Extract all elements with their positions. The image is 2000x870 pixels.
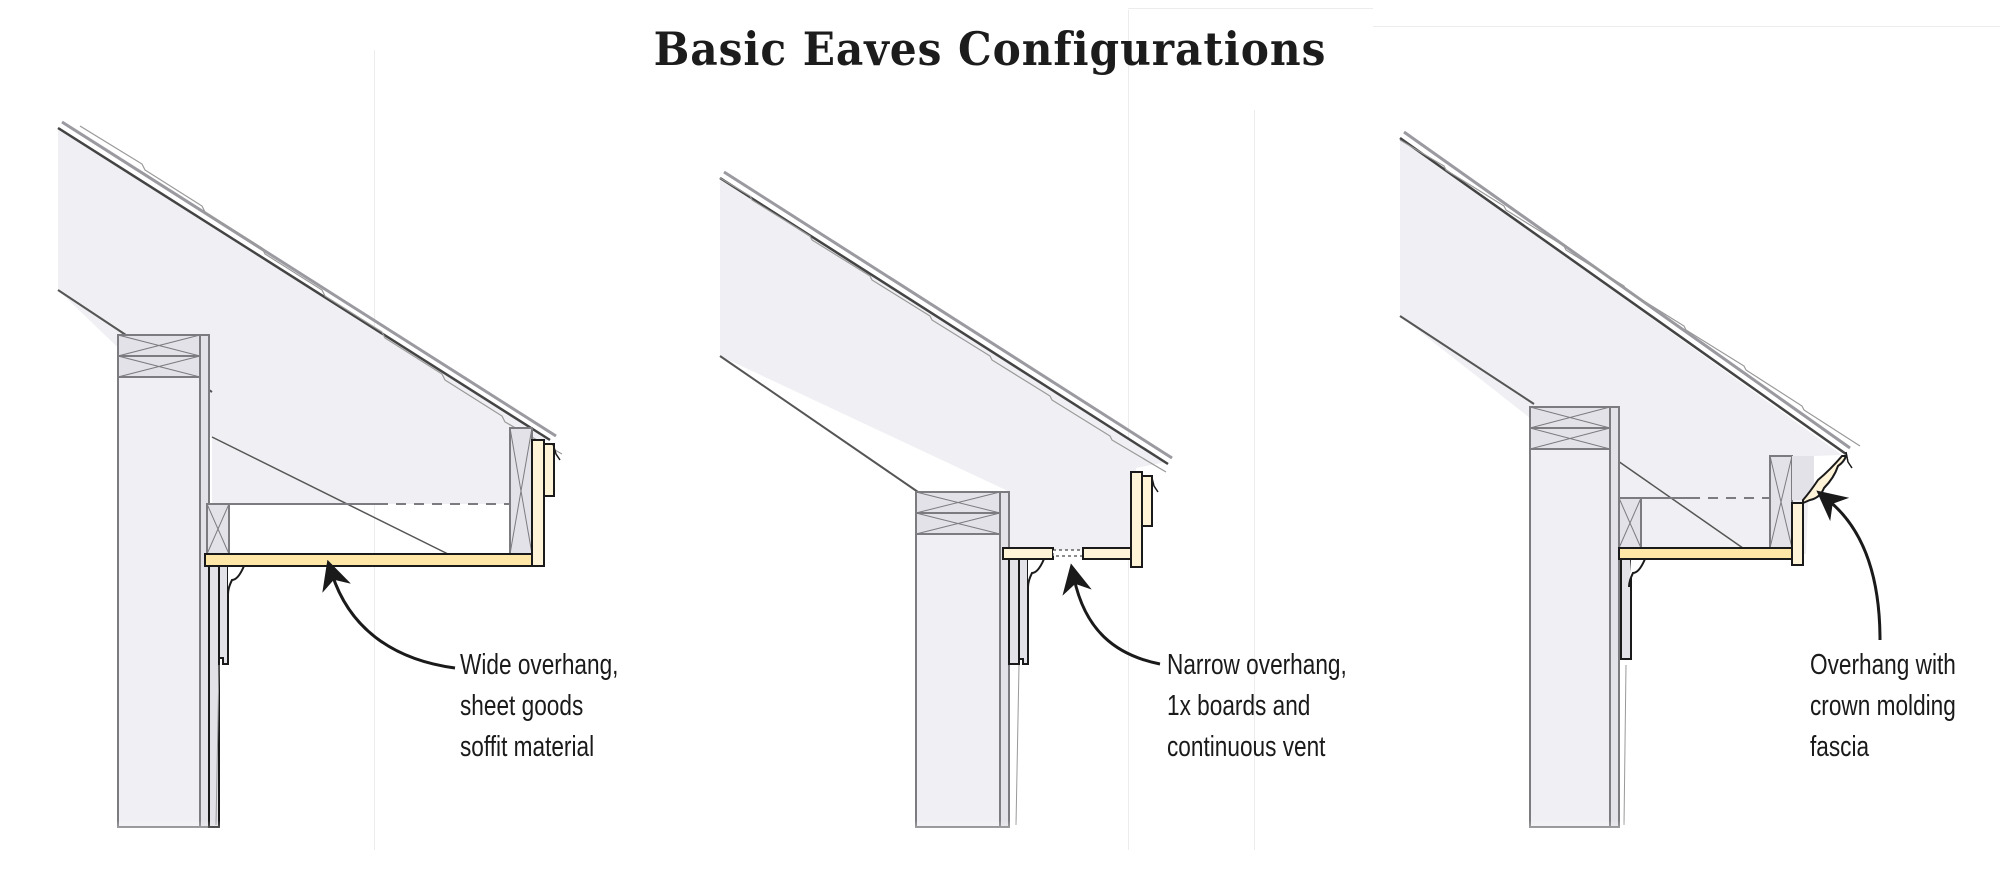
fascia-board (1130, 471, 1143, 568)
soffit-panel (204, 553, 536, 567)
callout-arrow (322, 559, 456, 670)
soffit-board (1002, 547, 1054, 560)
rafter (1400, 138, 1842, 554)
callout-line: Wide overhang, (460, 649, 619, 681)
callout-line: 1x boards and (1167, 690, 1311, 722)
callout-line: fascia (1810, 731, 1870, 763)
page-title: Basic Eaves Configurations (653, 22, 1327, 76)
callout-crown-molding: Overhang with crown molding fascia (1810, 645, 1956, 768)
callout-arrow (1816, 490, 1882, 641)
guide-line (1128, 8, 1373, 9)
callout-line: Overhang with (1810, 649, 1956, 681)
diagram-wide-overhang (57, 120, 563, 850)
soffit-panel (1618, 547, 1798, 560)
fascia-board (1791, 502, 1804, 566)
rafter (58, 128, 548, 504)
callout-line: sheet goods (460, 690, 584, 722)
callout-line: soffit material (460, 731, 595, 763)
rafter (720, 178, 1166, 554)
continuous-vent (1052, 549, 1084, 557)
callout-line: crown molding (1810, 690, 1956, 722)
diagram-narrow-overhang (719, 170, 1173, 850)
shingles (79, 125, 563, 455)
guide-line (1373, 26, 2000, 27)
callout-wide-overhang: Wide overhang, sheet goods soffit materi… (460, 645, 618, 768)
callout-line: Narrow overhang, (1167, 649, 1347, 681)
shingles (1399, 139, 1861, 447)
guide-line (1254, 110, 1255, 850)
diagram-crown-molding (1399, 130, 1882, 850)
fascia-board (531, 439, 545, 567)
callout-arrow (1062, 563, 1161, 666)
callout-line: continuous vent (1167, 731, 1326, 763)
soffit-board (1082, 547, 1134, 560)
callout-narrow-overhang: Narrow overhang, 1x boards and continuou… (1167, 645, 1347, 768)
shingles (719, 177, 1167, 473)
